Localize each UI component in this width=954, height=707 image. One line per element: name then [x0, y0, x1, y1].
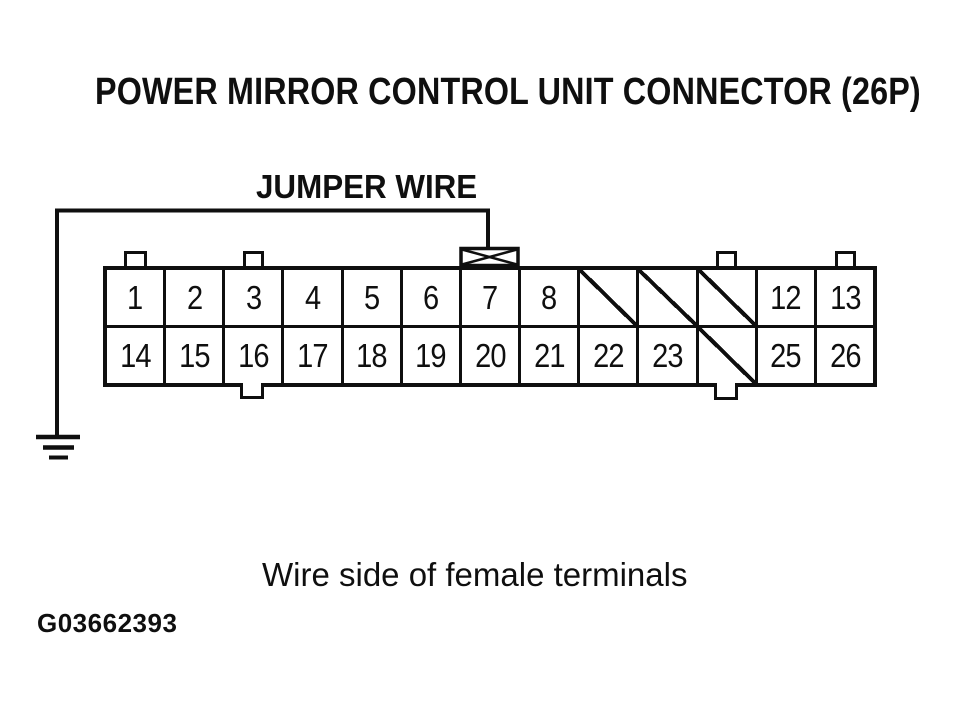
blocked-cavity — [698, 328, 755, 383]
pin-number: 12 — [770, 278, 802, 316]
alignment-notch — [240, 383, 264, 399]
page-title: POWER MIRROR CONTROL UNIT CONNECTOR (26P… — [95, 71, 921, 113]
pin-number: 4 — [304, 278, 321, 316]
pin-number: 17 — [297, 336, 328, 374]
jumper-terminal-box-icon — [459, 246, 520, 268]
blocked-cavity — [580, 270, 637, 325]
pin-cavity-1: 1 — [107, 270, 164, 325]
pin-number: 22 — [593, 336, 624, 374]
pin-number: 23 — [652, 336, 683, 374]
pin-cavity-23: 23 — [639, 328, 696, 383]
alignment-notch — [714, 383, 738, 400]
pin-number: 19 — [415, 336, 447, 374]
pin-number: 15 — [178, 336, 210, 374]
pin-cavity-16: 16 — [225, 328, 282, 383]
alignment-tab — [835, 251, 856, 266]
pin-number: 16 — [238, 336, 269, 374]
pin-number: 5 — [364, 278, 380, 316]
pin-number: 3 — [245, 278, 262, 316]
pin-number: 21 — [533, 336, 565, 374]
pin-number: 7 — [482, 278, 498, 316]
pin-cavity-21: 21 — [521, 328, 578, 383]
pin-cavity-20: 20 — [461, 328, 519, 383]
pin-cavity-18: 18 — [343, 328, 400, 383]
pin-cavity-6: 6 — [402, 270, 459, 325]
alignment-tab — [124, 251, 147, 266]
pin-number: 6 — [423, 278, 439, 316]
jumper-wire-line — [55, 208, 490, 437]
pin-number: 20 — [474, 336, 506, 374]
blocked-cavity — [639, 270, 696, 325]
pin-cavity-25: 25 — [757, 328, 814, 383]
pin-cavity-15: 15 — [166, 328, 223, 383]
pin-number: 25 — [770, 336, 802, 374]
pin-number: 2 — [186, 278, 203, 316]
pin-cavity-22: 22 — [580, 328, 637, 383]
pin-number: 18 — [356, 336, 387, 374]
pin-number: 8 — [541, 278, 557, 316]
alignment-tab — [243, 251, 264, 266]
pin-number: 1 — [127, 278, 143, 316]
pin-cavity-2: 2 — [166, 270, 223, 325]
pin-cavity-19: 19 — [402, 328, 459, 383]
pin-cavity-8: 8 — [521, 270, 578, 325]
figure-id: G03662393 — [37, 608, 178, 638]
pin-cavity-14: 14 — [107, 328, 164, 383]
pin-cavity-5: 5 — [343, 270, 400, 325]
pin-number: 26 — [829, 336, 861, 374]
jumper-wire-label: JUMPER WIRE — [256, 168, 478, 205]
pin-cavity-4: 4 — [284, 270, 341, 325]
ground-icon — [36, 434, 80, 460]
pin-cavity-17: 17 — [284, 328, 341, 383]
view-caption: Wire side of female terminals — [262, 556, 688, 593]
blocked-cavity — [698, 270, 755, 325]
pin-cavity-26: 26 — [816, 328, 873, 383]
alignment-tab — [716, 251, 737, 266]
pin-cavity-12: 12 — [757, 270, 814, 325]
pin-cavity-13: 13 — [816, 270, 873, 325]
pin-cavity-7: 7 — [461, 270, 519, 325]
pin-cavity-3: 3 — [225, 270, 282, 325]
pin-number: 14 — [119, 336, 151, 374]
pin-number: 13 — [829, 278, 861, 316]
